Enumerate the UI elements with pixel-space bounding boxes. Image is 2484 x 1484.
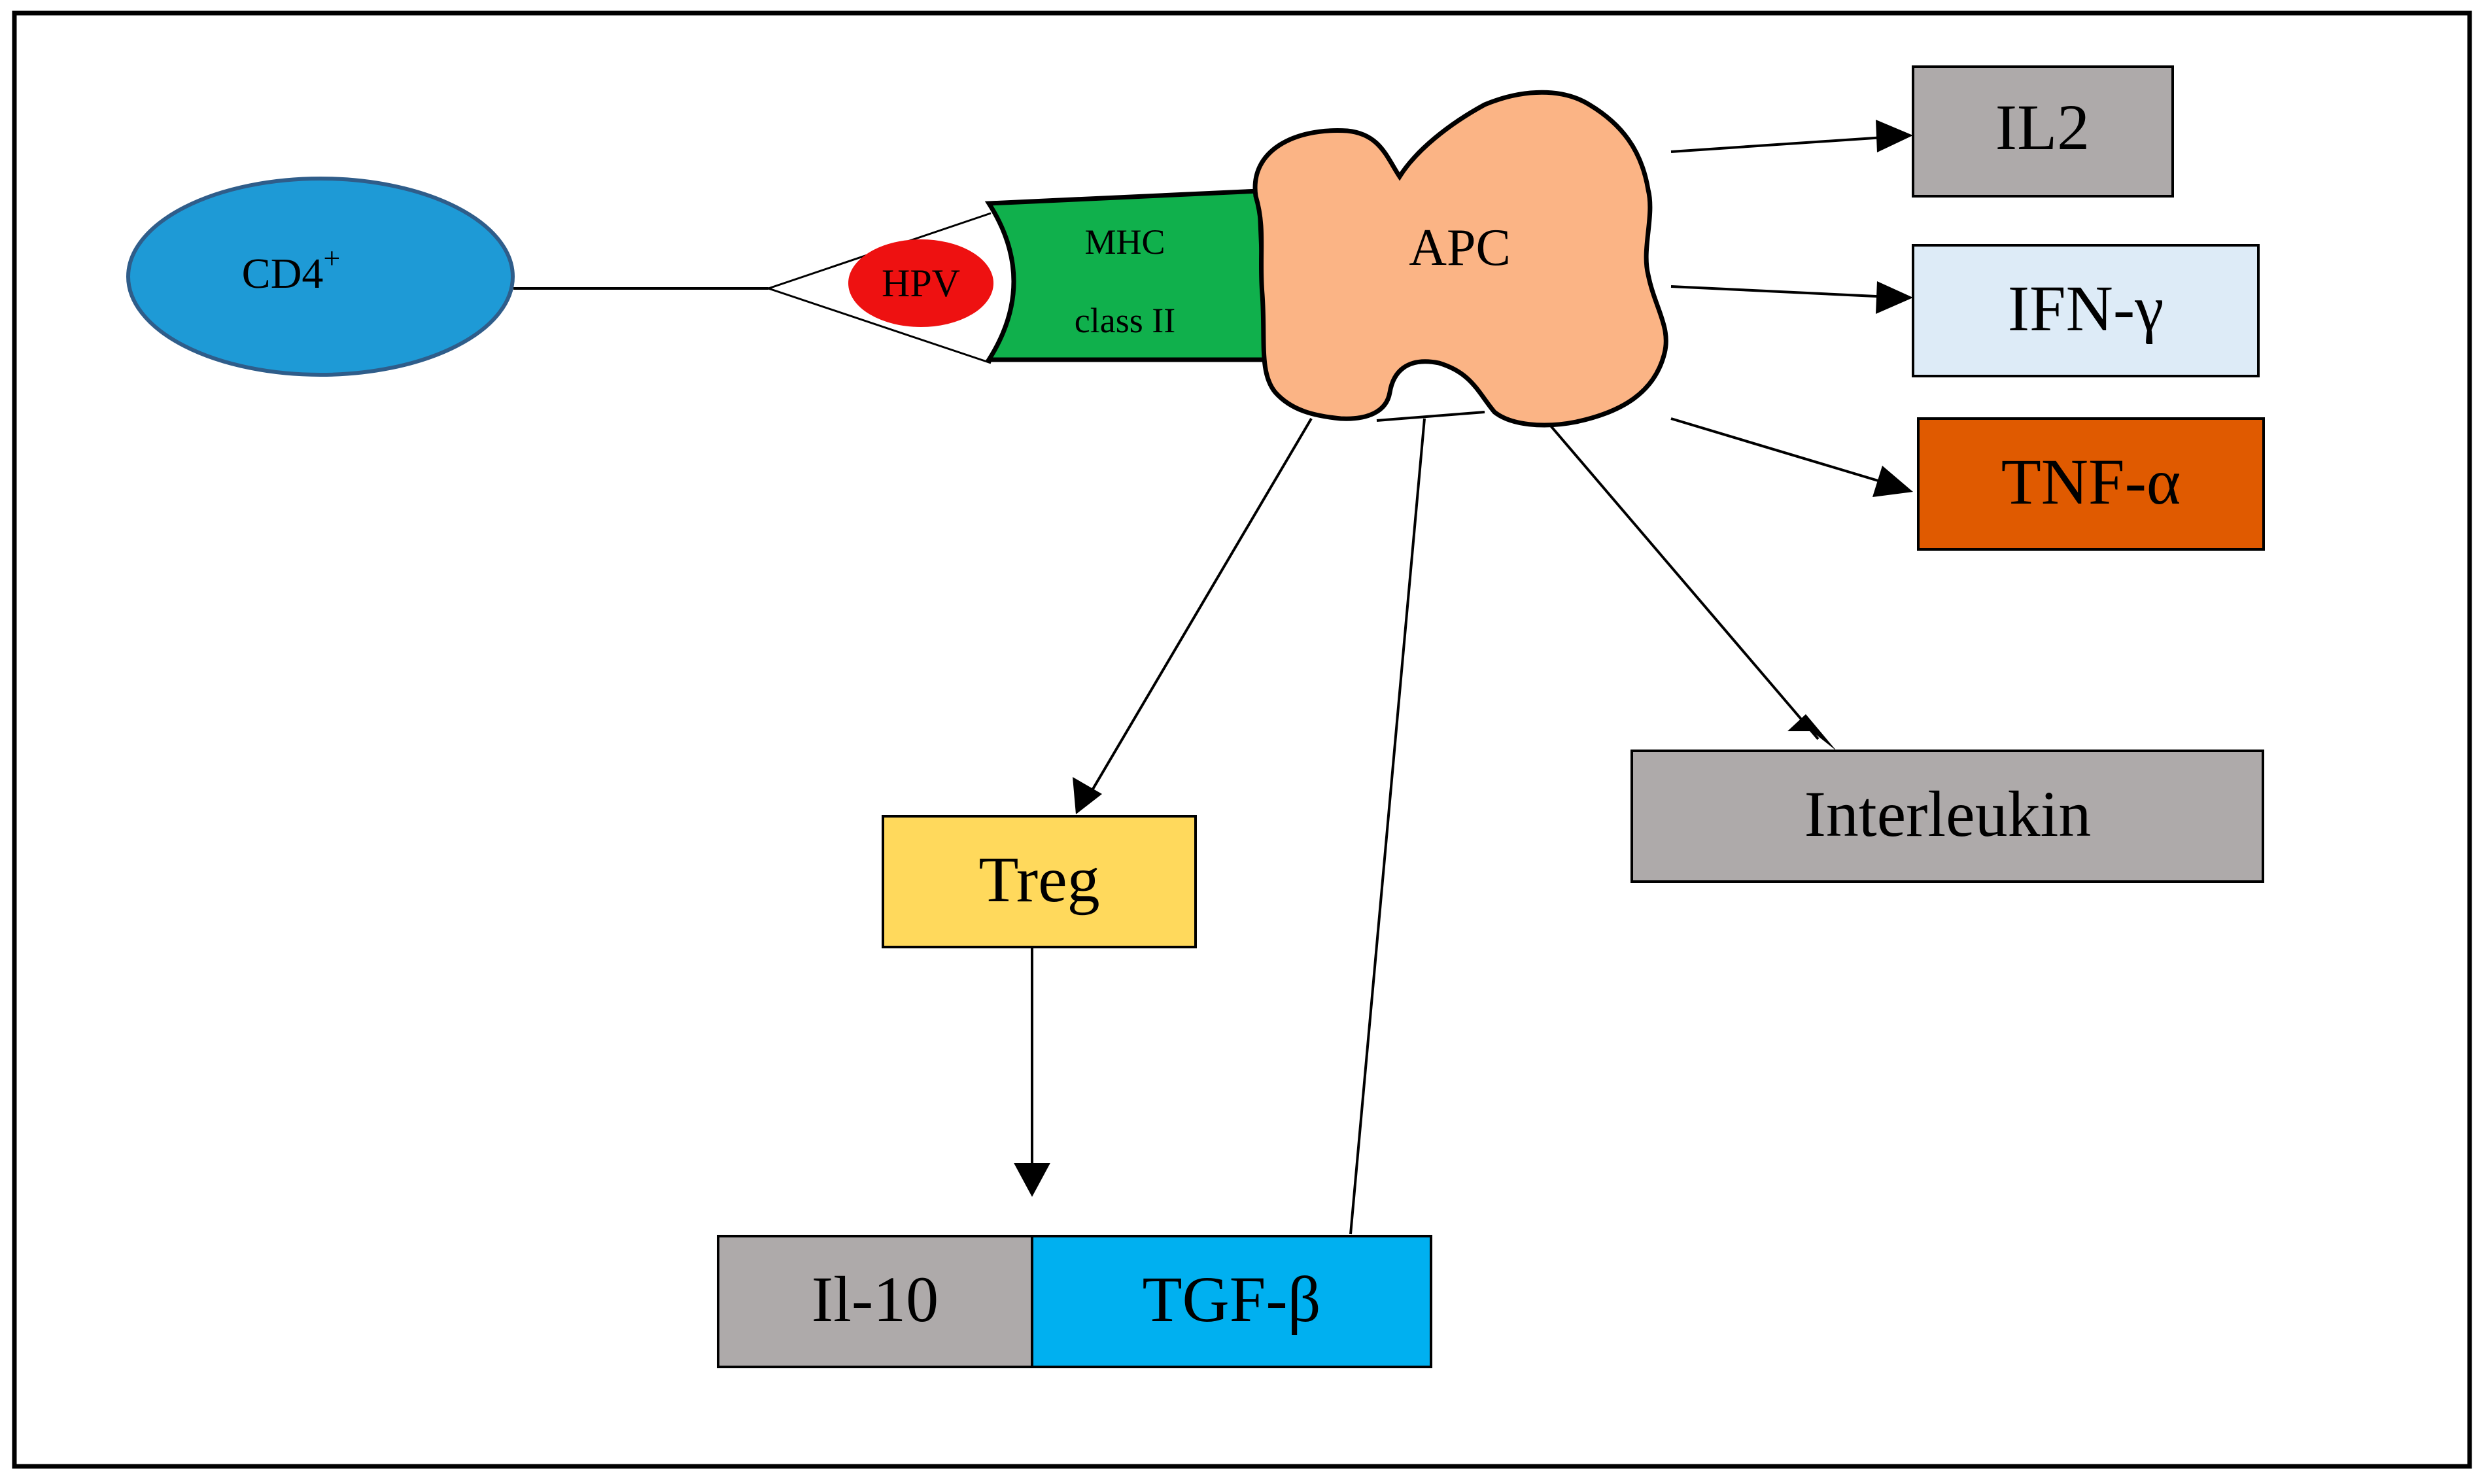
arrowhead-il10 bbox=[1014, 1163, 1050, 1197]
edge-apc-interleukin bbox=[1549, 424, 1820, 740]
arrowhead-interleukin bbox=[1787, 714, 1837, 751]
treg-label: Treg bbox=[978, 843, 1099, 916]
il2-label: IL2 bbox=[1995, 91, 2090, 164]
apc-node: APC bbox=[1252, 90, 1668, 428]
hpv-ellipse bbox=[848, 239, 993, 327]
interleukin-box bbox=[1630, 750, 2264, 883]
hpv-node: HPV bbox=[848, 239, 993, 327]
apc-label: APC bbox=[1409, 219, 1511, 277]
arrowhead-ifn bbox=[1876, 281, 1913, 314]
ifn-label: IFN-γ bbox=[2008, 272, 2164, 345]
interleukin-node: Interleukin bbox=[1630, 750, 2264, 883]
cd4-ellipse bbox=[126, 177, 515, 377]
tnf-box bbox=[1917, 417, 2265, 551]
edges bbox=[513, 120, 1913, 1235]
tgf-node: TGF-β bbox=[1031, 1235, 1432, 1368]
mhc-line2: class II bbox=[1075, 301, 1175, 340]
mhc-shape bbox=[984, 188, 1269, 362]
arrowhead-treg bbox=[1073, 777, 1102, 814]
tgf-label: TGF-β bbox=[1142, 1263, 1320, 1336]
ifn-box bbox=[1912, 244, 2260, 377]
cd4-label: CD4+ bbox=[242, 241, 341, 298]
edge-apc-tnf bbox=[1670, 417, 1901, 489]
tgf-box bbox=[1031, 1235, 1432, 1368]
edge-apc-treg bbox=[1084, 417, 1313, 802]
il10-box bbox=[717, 1235, 1033, 1368]
il2-box bbox=[1912, 65, 2174, 198]
edge-tgf-apc bbox=[1349, 418, 1426, 1235]
treg-box bbox=[882, 815, 1197, 948]
mhc-node: MHC class II bbox=[984, 188, 1269, 362]
mhc-line1: MHC bbox=[1084, 222, 1165, 262]
hpv-label: HPV bbox=[882, 262, 960, 305]
tnf-node: TNF-α bbox=[1917, 417, 2265, 551]
cd4-node: CD4+ bbox=[126, 177, 515, 377]
interleukin-label: Interleukin bbox=[1804, 778, 2092, 850]
arrowhead-il2 bbox=[1876, 120, 1913, 152]
arrowhead-tnf bbox=[1872, 466, 1913, 497]
inhibition-bar bbox=[1376, 411, 1485, 422]
ifn-node: IFN-γ bbox=[1912, 244, 2260, 377]
edge-apc-il2 bbox=[1670, 135, 1904, 153]
hpv-cone bbox=[765, 212, 992, 364]
tnf-label: TNF-α bbox=[2001, 445, 2181, 518]
edge-apc-ifn bbox=[1670, 285, 1904, 299]
apc-blob bbox=[1252, 90, 1668, 428]
il10-node: Il-10 bbox=[717, 1235, 1033, 1368]
treg-node: Treg bbox=[882, 815, 1197, 948]
il10-label: Il-10 bbox=[812, 1263, 939, 1336]
il2-node: IL2 bbox=[1912, 65, 2174, 198]
